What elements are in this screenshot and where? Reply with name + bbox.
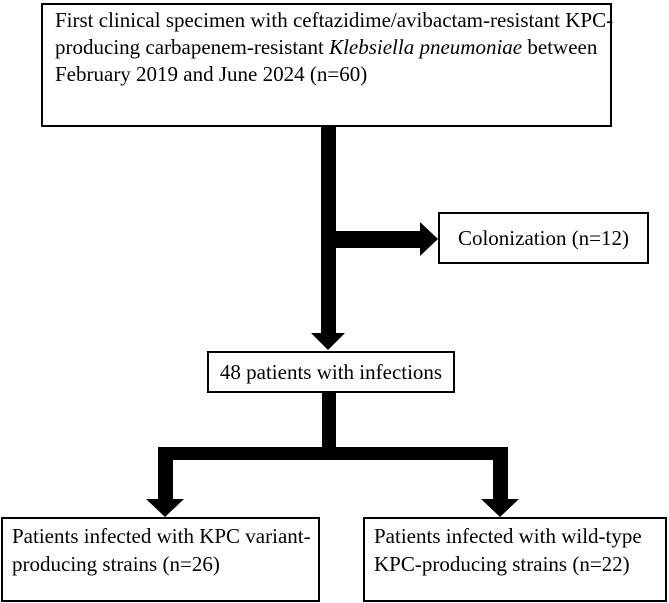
node-kpc-variant-line2: producing strains (n=26) [12,552,220,576]
connector-left-vertical [158,459,173,500]
connector-top-vertical [321,125,336,333]
node-colonization: Colonization (n=12) [438,212,649,264]
node-first-specimen-line3: February 2019 and June 2024 (n=60) [55,62,368,86]
node-kpc-variant-line1: Patients infected with KPC variant- [12,524,311,548]
arrowhead-down-wild-type-icon [481,499,519,517]
connector-mid-vertical [322,392,336,447]
node-first-specimen-line2-after: between [522,35,598,59]
node-first-specimen-line2-before: producing carbapenem-resistant [55,35,330,59]
node-infections: 48 patients with infections [207,351,455,393]
connector-right-vertical [493,459,508,500]
arrowhead-right-colonization-icon [420,222,438,256]
connector-branch-horizontal [158,447,508,460]
connector-colonization-horizontal [330,231,420,248]
node-kpc-variant: Patients infected with KPC variant- prod… [1,517,320,602]
node-colonization-label: Colonization (n=12) [457,225,630,250]
node-wild-type: Patients infected with wild-type KPC-pro… [363,517,667,602]
node-first-specimen-line1: First clinical specimen with ceftazidime… [55,8,614,32]
node-wild-type-line1: Patients infected with wild-type [374,524,642,548]
arrowhead-down-infections-icon [311,333,345,350]
species-name-italic: Klebsiella pneumoniae [329,35,523,59]
node-first-specimen-line2: producing carbapenem-resistant Klebsiell… [55,34,598,61]
node-wild-type-line2: KPC-producing strains (n=22) [374,552,630,576]
node-infections-label: 48 patients with infections [219,359,443,384]
node-first-specimen: First clinical specimen with ceftazidime… [41,3,614,127]
arrowhead-down-kpc-variant-icon [146,499,184,517]
